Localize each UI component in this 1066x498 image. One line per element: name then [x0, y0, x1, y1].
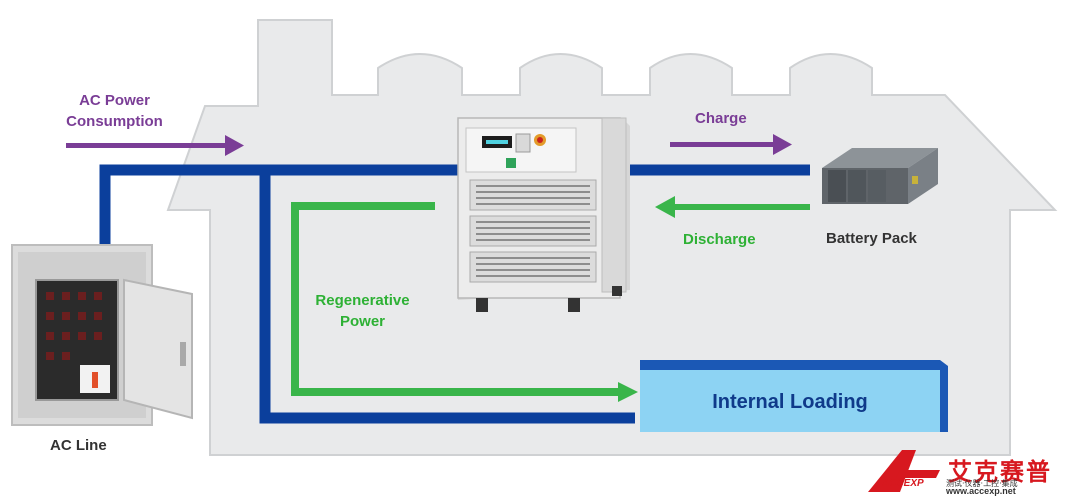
- charge-arrow: [670, 134, 792, 155]
- ac-line-cabinet: [11, 244, 193, 426]
- discharge-label: Discharge: [683, 231, 756, 248]
- regenerative-line: [291, 202, 620, 396]
- battery-pack-label: Battery Pack: [826, 230, 917, 247]
- battery-pack: [822, 148, 938, 204]
- watermark-url: www.accexp.net: [946, 486, 1016, 496]
- discharge-arrow: [655, 196, 810, 218]
- ac-power-consumption-label: AC Power Consumption: [66, 92, 163, 130]
- charge-label: Charge: [695, 110, 747, 127]
- watermark-cn-name: 艾克赛普: [948, 458, 1052, 486]
- ac-power-arrow: [66, 135, 244, 156]
- ac-bus-line: [99, 164, 810, 424]
- regenerative-system-cabinet: [457, 117, 630, 312]
- ac-line-label: AC Line: [50, 437, 107, 454]
- watermark-tagline: 测试·仪器·工控·集成: [946, 479, 1018, 488]
- watermark-logo-mark: [868, 450, 940, 492]
- internal-loading-box: [640, 360, 948, 432]
- internal-loading-label: Internal Loading: [712, 391, 868, 413]
- watermark-logo-text: ACCEXP: [882, 478, 924, 489]
- regenerative-power-label: Regenerative Power: [315, 292, 410, 330]
- regenerative-arrowhead: [618, 382, 638, 402]
